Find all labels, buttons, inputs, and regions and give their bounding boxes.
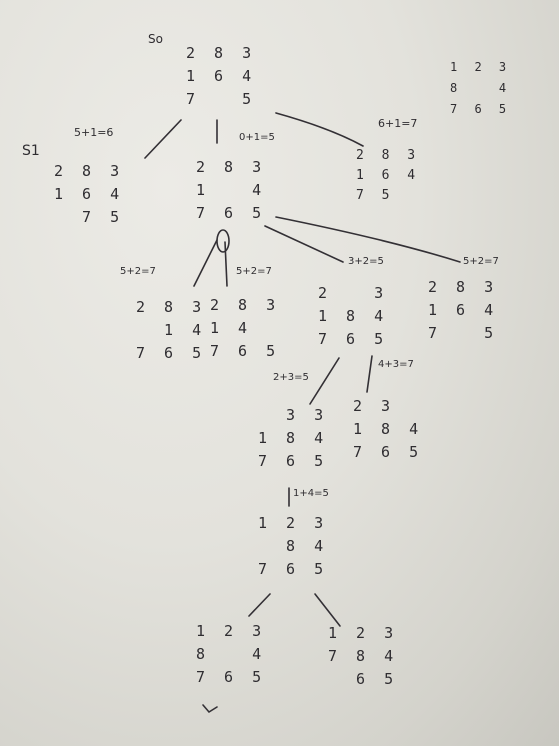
- root-row-1: 2 8 3: [186, 44, 257, 62]
- l5-right-row-3: 6 5: [328, 670, 399, 688]
- l2c-row-1: 2 3: [318, 284, 389, 302]
- l3-left-row-1: 3 3: [258, 406, 329, 424]
- goal-row-3: 7 6 5: [450, 102, 512, 116]
- edge-mid-c: [264, 225, 344, 263]
- level5-left-goal-state: 1 2 3 8 4 7 6 5: [196, 620, 266, 689]
- level3-right-state: 2 3 1 8 4 7 6 5: [353, 395, 423, 464]
- l2c-row-3: 7 6 5: [318, 330, 389, 348]
- cost-label-b: 5+2=7: [236, 266, 272, 277]
- cost-label-l4: 1+4=5: [293, 488, 329, 499]
- goal-state: 1 2 3 8 4 7 6 5: [450, 57, 511, 120]
- root-state: 2 8 3 1 6 4 7 5: [186, 42, 256, 111]
- edge-mid-a: [193, 239, 218, 287]
- cost-label-l3-right: 4+3=7: [378, 359, 414, 370]
- level2-c-state: 2 3 1 8 4 7 6 5: [318, 282, 388, 351]
- edge-mid-b: [224, 241, 228, 287]
- goal-row-1: 1 2 3: [450, 60, 512, 74]
- l5-right-row-2: 7 8 4: [328, 647, 399, 665]
- l5-left-row-3: 7 6 5: [196, 668, 267, 686]
- l1-left-row-2: 1 6 4: [54, 185, 125, 203]
- cost-label-right: 6+1=7: [378, 117, 418, 130]
- l1-left-row-3: 7 5: [54, 208, 125, 226]
- level2-a-state: 2 8 3 1 4 7 6 5: [136, 296, 206, 365]
- l3-left-row-2: 1 8 4: [258, 429, 329, 447]
- goal-row-2: 8 4: [450, 81, 512, 95]
- level1-right-state: 2 8 3 1 6 4 7 5: [356, 146, 420, 206]
- level1-left-state: 2 8 3 1 6 4 7 5: [54, 160, 124, 229]
- level4-state: 1 2 3 8 4 7 6 5: [258, 512, 328, 581]
- edge-l4-left: [248, 593, 271, 617]
- l1-right-row-3: 7 5: [356, 188, 395, 203]
- l1-right-row-1: 2 8 3: [356, 148, 421, 163]
- edge-mid-d: [275, 216, 461, 263]
- level3-left-state: 3 3 1 8 4 7 6 5: [258, 404, 328, 473]
- cost-label-middle: 0+1=5: [239, 132, 275, 143]
- l3-right-row-1: 2 3: [353, 397, 396, 415]
- l5-right-row-1: 1 2 3: [328, 624, 399, 642]
- l4-row-1: 1 2 3: [258, 514, 329, 532]
- l2a-row-1: 2 8 3: [136, 298, 207, 316]
- root-row-3: 7 5: [186, 90, 257, 108]
- l3-right-row-2: 1 8 4: [353, 420, 424, 438]
- edge-c-left: [309, 357, 340, 405]
- l1-left-row-1: 2 8 3: [54, 162, 125, 180]
- l3-right-row-3: 7 6 5: [353, 443, 424, 461]
- l2a-row-2: 1 4: [136, 321, 207, 339]
- l2d-row-3: 7 5: [428, 324, 499, 342]
- cost-label-left: 5+1=6: [74, 126, 114, 139]
- l3-left-row-3: 7 6 5: [258, 452, 329, 470]
- l4-row-3: 7 6 5: [258, 560, 329, 578]
- level1-middle-state: 2 8 3 1 4 7 6 5: [196, 156, 266, 225]
- l2b-row-3: 7 6 5: [210, 342, 281, 360]
- cost-label-d: 5+2=7: [463, 256, 499, 267]
- check-mark-icon: [202, 704, 218, 714]
- l5-left-row-1: 1 2 3: [196, 622, 267, 640]
- edge-root-left: [144, 119, 182, 159]
- l1-mid-row-2: 1 4: [196, 181, 267, 199]
- cost-label-a: 5+2=7: [120, 266, 156, 277]
- root-row-2: 1 6 4: [186, 67, 257, 85]
- l1-right-row-2: 1 6 4: [356, 168, 421, 183]
- l2a-row-3: 7 6 5: [136, 344, 207, 362]
- edge-c-right: [366, 355, 373, 393]
- l2b-row-2: 1 4: [210, 319, 253, 337]
- level2-d-state: 2 8 3 1 6 4 7 5: [428, 276, 498, 345]
- l2d-row-2: 1 6 4: [428, 301, 499, 319]
- label-s1: S1: [22, 143, 40, 159]
- l1-mid-row-3: 7 6 5: [196, 204, 267, 222]
- cost-label-l3-left: 2+3=5: [273, 372, 309, 383]
- label-s0: So: [148, 32, 163, 46]
- cost-label-c: 3+2=5: [348, 256, 384, 267]
- level5-right-state: 1 2 3 7 8 4 6 5: [328, 622, 398, 691]
- l2c-row-2: 1 8 4: [318, 307, 389, 325]
- l1-mid-row-1: 2 8 3: [196, 158, 267, 176]
- edge-l4-right: [314, 593, 341, 627]
- edge-root-right: [275, 112, 364, 147]
- circle-mark: [216, 229, 230, 253]
- l2b-row-1: 2 8 3: [210, 296, 281, 314]
- level2-b-state: 2 8 3 1 4 7 6 5: [210, 294, 280, 363]
- l2d-row-1: 2 8 3: [428, 278, 499, 296]
- l5-left-row-2: 8 4: [196, 645, 267, 663]
- l4-row-2: 8 4: [258, 537, 329, 555]
